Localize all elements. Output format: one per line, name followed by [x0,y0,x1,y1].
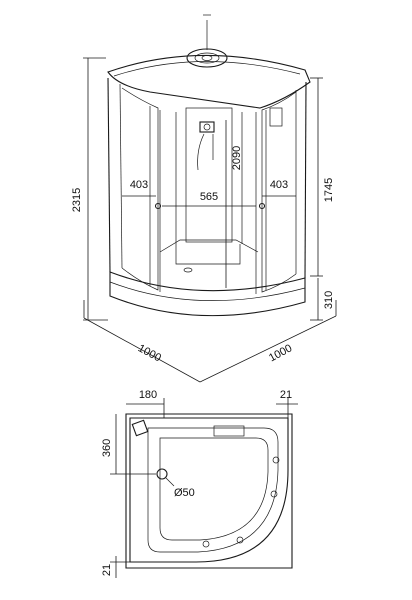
plan-tray [129,417,289,563]
shower-tray [109,271,306,317]
dim-door-right: 403 [270,179,288,191]
right-handle [258,202,266,210]
plan-shelf [213,425,245,437]
dim-drain-offset-y: 360 [101,439,113,457]
dim-cabin-height: 2090 [231,146,243,170]
dim-door-left: 403 [130,179,148,191]
drain [183,267,193,273]
dim-tray-height: 310 [323,291,335,309]
dim-side-right: 1000 [267,342,294,364]
mixer-panel [199,121,215,133]
plan-mixer [131,419,149,437]
back-panel [185,107,233,243]
cabin-elevation [107,14,311,317]
plan-drain [156,468,168,480]
left-handle [154,202,162,210]
plan-view: 180 21 360 21 Ø50 [101,389,298,578]
rain-shower-head [186,48,228,68]
cabin-roof [107,54,311,109]
dim-glass-height: 1745 [323,178,335,202]
dim-drain-offset-x: 180 [139,389,157,401]
dim-overall-height: 2315 [71,188,83,212]
dim-door-gap: 565 [200,191,218,203]
shower-hose [197,133,205,171]
dim-wall-gap-bottom: 21 [101,564,113,576]
dim-wall-gap-right: 21 [280,389,292,401]
dim-side-left: 1000 [136,342,163,364]
dim-drain-diameter: Ø50 [174,487,195,499]
side-shelf [269,107,283,127]
plan-outline [125,413,293,569]
